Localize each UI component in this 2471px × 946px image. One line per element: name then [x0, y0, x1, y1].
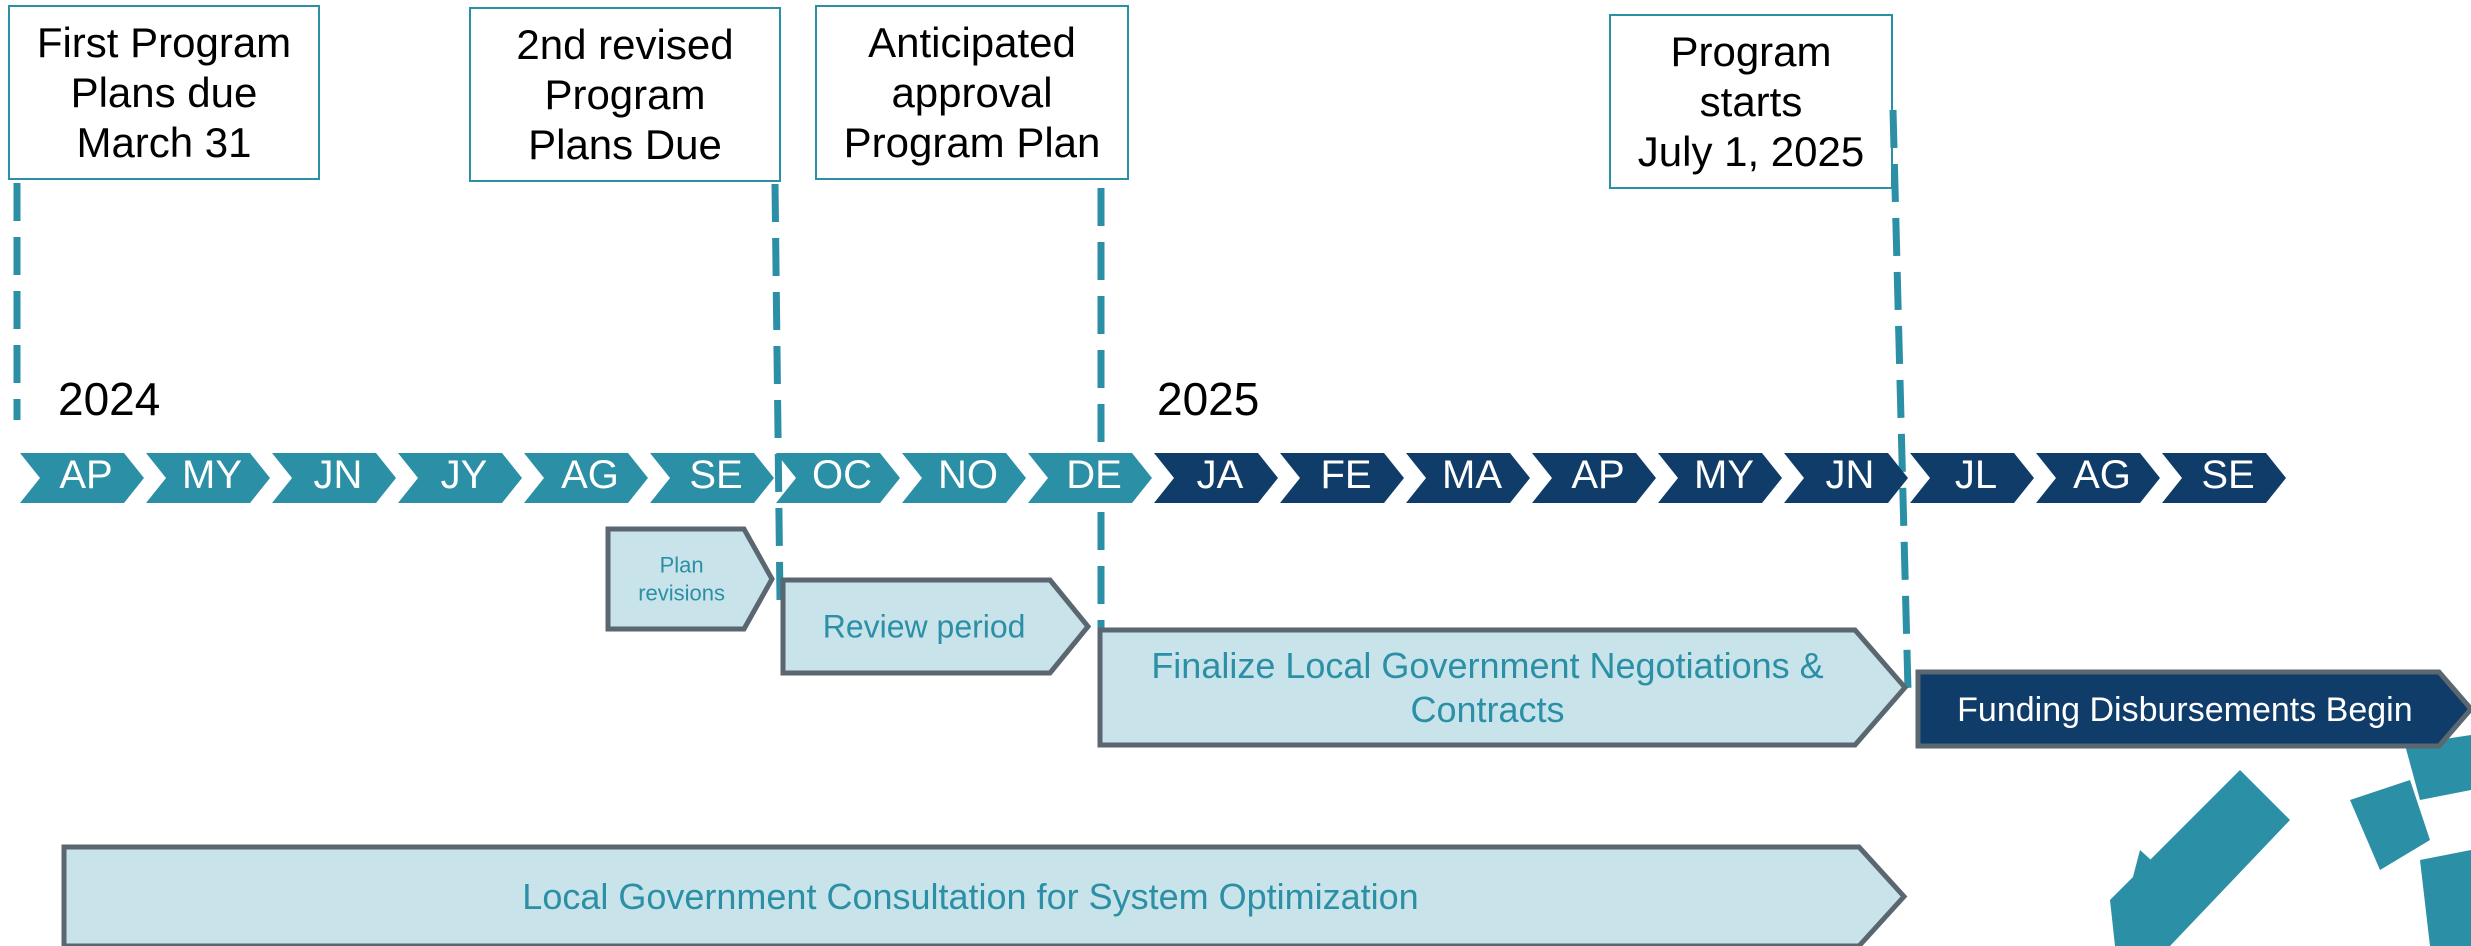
phase-label-3: Funding Disbursements Begin	[1957, 691, 2412, 729]
month-label-9: JA	[1197, 453, 1244, 497]
month-label-16: AG	[2073, 453, 2131, 497]
milestone-second-revised-plans: 2nd revised Program Plans Due	[469, 7, 781, 182]
month-chevron-8	[1028, 453, 1152, 503]
phase-label-1: Review period	[823, 609, 1026, 645]
month-chevron-12	[1532, 453, 1656, 503]
milestone-program-starts: Program starts July 1, 2025	[1609, 14, 1893, 189]
month-label-3: JY	[441, 453, 488, 497]
month-chevron-6	[776, 453, 900, 503]
month-chevron-17	[2162, 453, 2286, 503]
month-chevron-5	[650, 453, 774, 503]
month-chevron-14	[1784, 453, 1908, 503]
month-label-11: MA	[1442, 453, 1502, 497]
month-label-1: MY	[182, 453, 242, 497]
month-label-5: SE	[689, 453, 742, 497]
logo-segment-3	[2405, 735, 2471, 800]
month-chevron-9	[1154, 453, 1278, 503]
logo-segment-1	[2115, 850, 2195, 946]
milestone-first-program-plans: First Program Plans due March 31	[8, 5, 320, 180]
month-label-12: AP	[1571, 453, 1624, 497]
logo-segment-4	[2420, 850, 2471, 946]
phase-arrow-3	[1915, 669, 2471, 749]
month-label-14: JN	[1826, 453, 1875, 497]
month-label-2: JN	[314, 453, 363, 497]
month-label-7: NO	[938, 453, 998, 497]
phase-arrow-0	[605, 526, 775, 632]
month-label-13: MY	[1694, 453, 1754, 497]
month-chevron-0	[20, 453, 144, 503]
month-chevron-10	[1280, 453, 1404, 503]
phase-label-4: Local Government Consultation for System…	[522, 876, 1418, 917]
month-label-8: DE	[1066, 453, 1122, 497]
logo-mark	[2110, 735, 2471, 946]
month-chevron-7	[902, 453, 1026, 503]
month-chevron-15	[1910, 453, 2034, 503]
month-chevron-2	[272, 453, 396, 503]
milestone-dashed-line-1	[771, 183, 784, 601]
month-chevron-11	[1406, 453, 1530, 503]
month-label-4: AG	[561, 453, 619, 497]
month-label-15: JL	[1955, 453, 1997, 497]
year-label-2025: 2025	[1157, 373, 1260, 425]
logo-segment-2	[2350, 780, 2430, 870]
month-chevron-1	[146, 453, 270, 503]
month-chevron-3	[398, 453, 522, 503]
phase-arrow-2	[1097, 627, 1909, 748]
month-chevron-13	[1658, 453, 1782, 503]
month-label-6: OC	[812, 453, 872, 497]
month-label-17: SE	[2201, 453, 2254, 497]
month-label-0: AP	[59, 453, 112, 497]
milestone-dashed-line-3	[1889, 109, 1912, 691]
phase-arrow-4	[61, 844, 1908, 946]
year-label-2024: 2024	[58, 373, 161, 425]
month-chevron-4	[524, 453, 648, 503]
month-label-10: FE	[1320, 453, 1371, 497]
month-chevron-16	[2036, 453, 2160, 503]
phase-label-2: Finalize Local Government Negotiations &…	[1151, 645, 1823, 730]
phase-arrow-1	[780, 577, 1092, 676]
milestone-anticipated-approval: Anticipated approval Program Plan	[815, 5, 1129, 180]
